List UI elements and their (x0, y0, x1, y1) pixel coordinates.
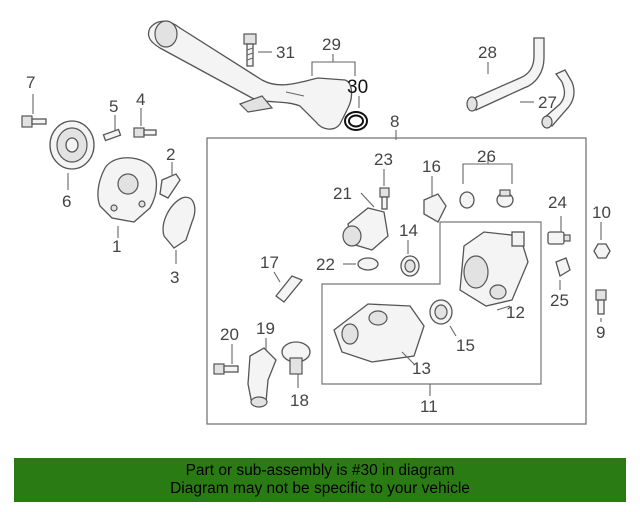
callout-28: 28 (478, 43, 497, 62)
pin-part-5 (102, 128, 122, 142)
callout-12: 12 (506, 303, 525, 322)
callout-10: 10 (592, 203, 611, 222)
callout-30: 30 (347, 77, 368, 98)
callout-24: 24 (548, 193, 567, 212)
callout-13: 13 (412, 359, 431, 378)
callout-numbers: 7 6 5 4 2 1 3 31 29 30 8 23 16 26 21 24 … (26, 35, 611, 416)
gasket-part-2 (159, 173, 181, 199)
water-pump-part-1 (97, 157, 158, 223)
nut-part-10 (593, 243, 611, 259)
callout-11: 11 (420, 397, 438, 416)
gasket-part-16 (423, 193, 447, 223)
housing-part-21 (342, 207, 389, 251)
callout-8: 8 (390, 112, 399, 131)
banner-line-1: Part or sub-assembly is #30 in diagram (185, 462, 455, 479)
callout-14: 14 (399, 221, 418, 240)
callout-18: 18 (290, 391, 309, 410)
bolt-part-20 (213, 363, 239, 375)
assembly-box-11 (321, 221, 542, 385)
callout-5: 5 (109, 97, 118, 116)
callout-17: 17 (260, 253, 279, 272)
thermostat-part-18 (281, 341, 311, 375)
callout-6: 6 (62, 192, 71, 211)
hose-part-28 (466, 37, 545, 112)
clip-part-25 (555, 257, 571, 277)
callout-4: 4 (136, 90, 145, 109)
bolt-part-9 (595, 289, 607, 315)
thermostat-housing-part-12 (459, 231, 529, 307)
bolt-part-7 (21, 115, 47, 128)
water-pipe-part-29 (147, 20, 353, 130)
callout-31: 31 (276, 43, 295, 62)
callout-9: 9 (596, 323, 605, 342)
gasket-part-17 (275, 275, 304, 303)
o-ring-inner (348, 114, 364, 128)
callout-29: 29 (322, 35, 341, 54)
callout-15: 15 (456, 336, 475, 355)
callout-2: 2 (166, 145, 175, 164)
callout-25: 25 (550, 291, 569, 310)
callout-22: 22 (316, 255, 335, 274)
bolt-part-31 (243, 33, 257, 67)
hose-part-27 (541, 69, 575, 129)
leader-lines (32, 51, 602, 396)
callout-16: 16 (422, 157, 441, 176)
callout-7: 7 (26, 73, 35, 92)
seal-part-14 (400, 255, 420, 277)
callout-20: 20 (220, 325, 239, 344)
callout-27: 27 (538, 93, 557, 112)
callout-3: 3 (170, 268, 179, 287)
callout-21: 21 (333, 184, 352, 203)
sensor-part-24 (547, 231, 571, 245)
callout-23: 23 (374, 150, 393, 169)
callout-19: 19 (256, 319, 275, 338)
o-ring-part-30 (344, 111, 368, 131)
sensors-part-26 (459, 189, 514, 209)
bolt-part-23 (379, 187, 390, 210)
outlet-part-19 (247, 347, 277, 408)
callout-1: 1 (112, 237, 121, 256)
o-ring-part-22 (357, 257, 379, 271)
housing-part-13 (333, 303, 425, 363)
gasket-part-3 (162, 196, 196, 249)
pulley-part-6 (49, 120, 95, 170)
callout-26: 26 (477, 147, 496, 166)
seal-part-15 (429, 299, 453, 325)
bolt-part-4 (133, 127, 157, 138)
banner-line-2: Diagram may not be specific to your vehi… (170, 480, 470, 497)
info-banner: Part or sub-assembly is #30 in diagram D… (14, 458, 626, 502)
